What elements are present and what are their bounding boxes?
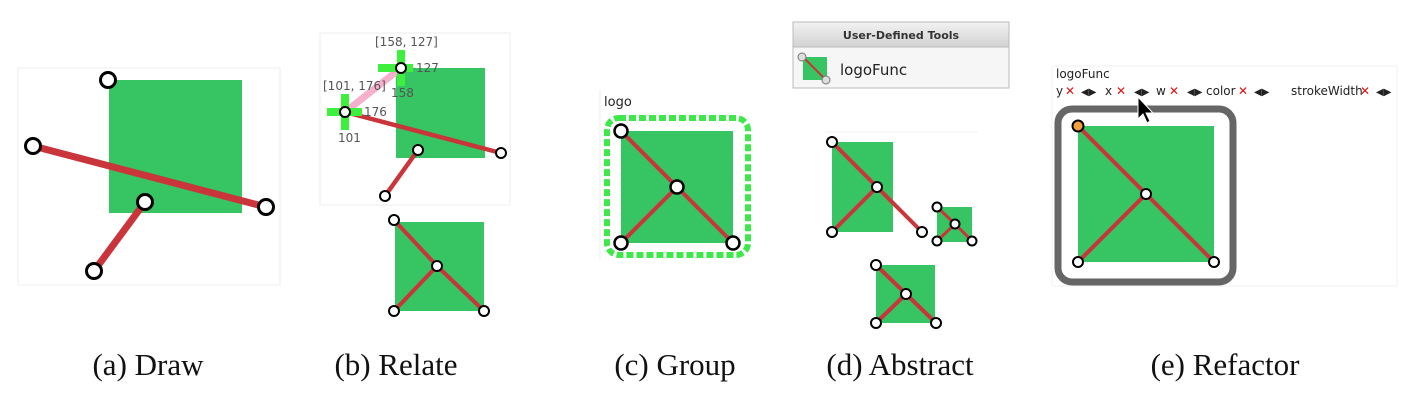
red-line[interactable] bbox=[619, 185, 679, 245]
mouse-cursor-icon bbox=[1137, 95, 1155, 124]
logo-instance[interactable] bbox=[870, 259, 942, 329]
canvas-border bbox=[17, 67, 281, 286]
point-handle[interactable] bbox=[916, 226, 928, 238]
panel-abstract: User-Defined Tools logoFunc bbox=[792, 21, 1010, 382]
remove-param-icon[interactable]: ✕ bbox=[1360, 84, 1370, 98]
function-name: logoFunc bbox=[1056, 67, 1110, 81]
green-square[interactable] bbox=[109, 80, 242, 213]
logo-instance[interactable] bbox=[826, 136, 928, 238]
reorder-arrows-icon[interactable]: ◀▶ bbox=[1376, 87, 1392, 98]
remove-param-icon[interactable]: ✕ bbox=[1238, 84, 1248, 98]
coord-label: [158, 127] bbox=[375, 35, 438, 49]
canvas-border bbox=[1051, 65, 1398, 287]
group-outline[interactable] bbox=[604, 115, 751, 258]
param-w: w bbox=[1156, 84, 1166, 98]
point-handle[interactable] bbox=[1072, 256, 1084, 268]
red-line[interactable] bbox=[1076, 192, 1148, 264]
point-handle[interactable] bbox=[1208, 256, 1220, 268]
remove-param-icon[interactable]: ✕ bbox=[1065, 84, 1075, 98]
point-handle[interactable] bbox=[966, 235, 978, 247]
relation-highlight bbox=[342, 65, 404, 115]
point-handle[interactable] bbox=[826, 226, 838, 238]
y-label: 127 bbox=[416, 61, 439, 75]
canvas-border bbox=[319, 32, 511, 206]
red-line[interactable] bbox=[91, 199, 148, 274]
caption-abstract: (d) Abstract bbox=[826, 347, 974, 382]
point-handle[interactable] bbox=[1140, 188, 1152, 200]
point-handle[interactable] bbox=[478, 305, 490, 317]
remove-param-icon[interactable]: ✕ bbox=[1169, 84, 1179, 98]
point-handle[interactable] bbox=[949, 218, 961, 230]
point-handle[interactable] bbox=[136, 193, 154, 211]
point-handle[interactable] bbox=[931, 235, 943, 247]
logo-instance[interactable] bbox=[931, 201, 978, 247]
tool-name: logoFunc bbox=[840, 61, 907, 79]
param-x: x bbox=[1105, 84, 1112, 98]
param-row: y ✕ ◀▶ x ✕ ◀▶ w ✕ ◀▶ color ✕ ◀▶ strokeWi… bbox=[1056, 84, 1392, 98]
panel-group: logo (c) Group bbox=[599, 90, 751, 382]
panel-draw: (a) Draw bbox=[17, 67, 281, 382]
param-y: y bbox=[1056, 84, 1063, 98]
group-name: logo bbox=[604, 95, 632, 110]
tools-panel-header bbox=[792, 21, 1010, 48]
point-handle[interactable] bbox=[931, 201, 943, 213]
reorder-arrows-icon[interactable]: ◀▶ bbox=[1134, 87, 1150, 98]
point-handle[interactable] bbox=[431, 260, 443, 272]
red-line[interactable] bbox=[383, 148, 420, 198]
red-line[interactable] bbox=[344, 109, 502, 156]
point-handle[interactable] bbox=[388, 305, 400, 317]
point-handle[interactable] bbox=[257, 198, 275, 216]
point-handle[interactable] bbox=[826, 136, 838, 148]
caption-group: (c) Group bbox=[614, 347, 735, 382]
selected-point-handle[interactable] bbox=[1071, 119, 1085, 133]
point-handle[interactable] bbox=[412, 144, 424, 156]
point-handle[interactable] bbox=[388, 214, 400, 226]
point-handle[interactable] bbox=[725, 235, 741, 251]
caption-relate: (b) Relate bbox=[334, 347, 457, 382]
red-line[interactable] bbox=[392, 264, 439, 313]
point-handle[interactable] bbox=[871, 181, 883, 193]
reorder-arrows-icon[interactable]: ◀▶ bbox=[1081, 87, 1097, 98]
reorder-arrows-icon[interactable]: ◀▶ bbox=[1254, 87, 1270, 98]
point-handle[interactable] bbox=[930, 317, 942, 329]
tool-logofunc-button[interactable]: logoFunc bbox=[797, 52, 907, 85]
point-handle[interactable] bbox=[900, 288, 912, 300]
point-handle[interactable] bbox=[99, 71, 117, 89]
remove-param-icon[interactable]: ✕ bbox=[1116, 84, 1126, 98]
coord-label: [101, 176] bbox=[323, 79, 386, 93]
point-handle[interactable] bbox=[379, 190, 391, 202]
point-handle[interactable] bbox=[613, 235, 629, 251]
point-handle[interactable] bbox=[870, 317, 882, 329]
caption-draw: (a) Draw bbox=[92, 347, 204, 382]
param-color: color bbox=[1206, 84, 1236, 98]
x-label: 101 bbox=[338, 131, 361, 145]
point-handle[interactable] bbox=[85, 262, 103, 280]
panel-relate: [158, 127] 127 158 [101, 176] 176 101 (b… bbox=[319, 32, 511, 382]
red-line[interactable] bbox=[32, 142, 267, 211]
caption-refactor: (e) Refactor bbox=[1151, 347, 1301, 382]
x-label: 158 bbox=[391, 86, 414, 100]
panel-refactor: logoFunc y ✕ ◀▶ x ✕ ◀▶ w ✕ ◀▶ color ✕ ◀▶… bbox=[1051, 65, 1398, 382]
param-strokewidth: strokeWidth bbox=[1291, 84, 1363, 98]
reorder-arrows-icon[interactable]: ◀▶ bbox=[1187, 87, 1203, 98]
point-handle[interactable] bbox=[495, 147, 507, 159]
y-label: 176 bbox=[364, 105, 387, 119]
tools-panel-title: User-Defined Tools bbox=[843, 29, 960, 42]
point-handle[interactable] bbox=[24, 137, 42, 155]
point-handle[interactable] bbox=[339, 106, 351, 118]
point-handle[interactable] bbox=[613, 123, 629, 139]
point-handle[interactable] bbox=[870, 259, 882, 271]
point-handle[interactable] bbox=[395, 62, 407, 74]
point-handle[interactable] bbox=[669, 179, 685, 195]
